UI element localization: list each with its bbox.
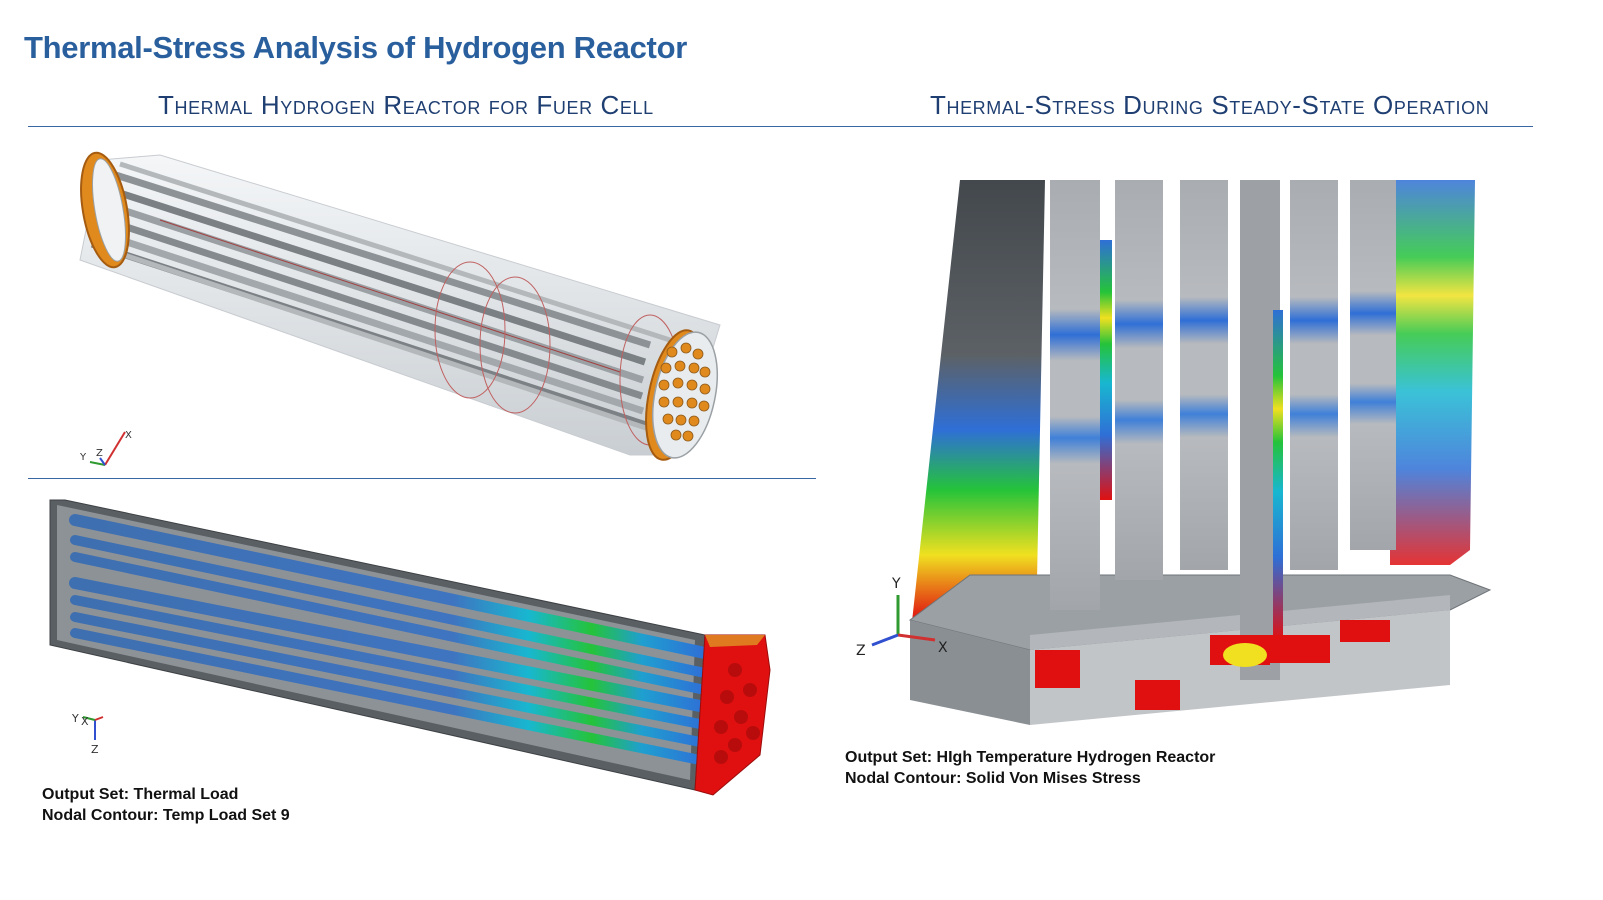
stress-contour-svg: Y X Z bbox=[856, 180, 1492, 725]
axis-y-label: Y bbox=[891, 576, 901, 592]
axis-z-label: Z bbox=[96, 448, 103, 459]
page-title: Thermal-Stress Analysis of Hydrogen Reac… bbox=[24, 30, 687, 65]
stress-base-plate bbox=[908, 574, 1492, 725]
reactor-shell bbox=[79, 154, 721, 456]
right-section-heading: Thermal-Stress During Steady-State Opera… bbox=[930, 90, 1490, 120]
axis-z-label: Z bbox=[856, 643, 866, 659]
left-panel-divider bbox=[28, 478, 816, 479]
axis-y-label: Y bbox=[71, 712, 79, 725]
thermal-caption: Output Set: Thermal Load Nodal Contour: … bbox=[42, 784, 290, 826]
thermal-contour-view: Y X Z bbox=[45, 495, 780, 805]
stress-contour-view: Y X Z bbox=[850, 180, 1500, 730]
tube-holes bbox=[658, 342, 711, 442]
thermal-nodal-contour: Nodal Contour: Temp Load Set 9 bbox=[42, 807, 290, 824]
axis-x-label: X bbox=[81, 715, 89, 728]
axis-x-label: X bbox=[938, 640, 948, 656]
reactor-geometry-view: X Y Z bbox=[60, 140, 760, 470]
stress-hotspots bbox=[1035, 620, 1390, 710]
thermal-output-set: Output Set: Thermal Load bbox=[42, 786, 239, 803]
stress-output-set: Output Set: HIgh Temperature Hydrogen Re… bbox=[845, 749, 1216, 766]
axis-z-label: Z bbox=[91, 743, 99, 756]
stress-caption: Output Set: HIgh Temperature Hydrogen Re… bbox=[845, 747, 1215, 789]
heading-divider bbox=[28, 126, 1533, 127]
outer-shell-wall bbox=[910, 180, 1475, 680]
left-end-flange bbox=[80, 151, 130, 269]
left-section-heading: Thermal Hydrogen Reactor for Fuer Cell bbox=[158, 90, 654, 120]
reactor-tube-bundle bbox=[88, 161, 671, 435]
reactor-geometry-svg: X Y Z bbox=[79, 151, 721, 466]
axis-y-label: Y bbox=[79, 452, 87, 463]
axis-x-label: X bbox=[125, 430, 132, 441]
thermal-tubes bbox=[69, 514, 711, 766]
axis-triad: X Y Z bbox=[79, 430, 132, 466]
axis-triad: Y X Z bbox=[856, 576, 948, 659]
thermal-contour-svg: Y X Z bbox=[49, 499, 771, 796]
right-tube-sheet bbox=[645, 329, 718, 461]
axis-triad: Y X Z bbox=[71, 712, 104, 756]
stress-tubes bbox=[1050, 180, 1396, 680]
thermal-hot-end bbox=[694, 634, 771, 796]
stress-nodal-contour: Nodal Contour: Solid Von Mises Stress bbox=[845, 770, 1141, 787]
